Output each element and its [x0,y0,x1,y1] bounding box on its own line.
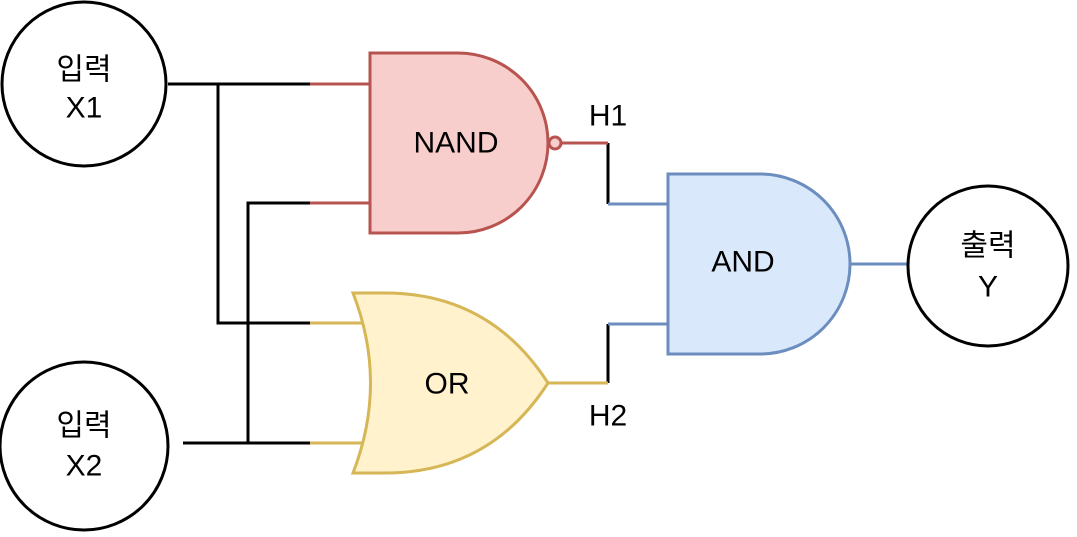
or-gate-label: OR [425,368,470,401]
output-y-title: 출력 [960,230,1015,263]
input-wiring [168,82,610,445]
output-y-name: Y [978,271,998,304]
or-gate: OR [350,291,550,475]
and-gate-body [666,172,852,356]
wire-h1-label: H1 [589,100,627,133]
input-x2-name: X2 [66,450,103,483]
input-x1-circle [0,0,168,168]
input-x1-name: X1 [66,92,103,125]
and-gate-label: AND [711,246,774,279]
nand-gate: NAND [368,51,563,235]
input-x2-circle [0,360,170,532]
output-y-circle [906,184,1070,348]
wire-x2-to-nand [246,201,310,443]
wire-x1-to-or [216,84,310,325]
nand-inversion-bubble [547,135,563,151]
input-x2-title: 입력 [56,410,111,443]
input-x2-node: 입력 X2 [0,360,170,532]
nand-gate-label: NAND [413,127,498,160]
input-x1-node: 입력 X1 [0,0,168,168]
or-gate-body [350,291,550,475]
output-y-node: 출력 Y [906,184,1070,348]
input-x1-title: 입력 [56,54,111,87]
nand-gate-body [368,51,550,235]
and-gate: AND [666,172,852,356]
gate-output-wires [548,141,908,385]
gate-input-stubs [310,82,668,445]
wire-h2-label: H2 [589,400,627,433]
